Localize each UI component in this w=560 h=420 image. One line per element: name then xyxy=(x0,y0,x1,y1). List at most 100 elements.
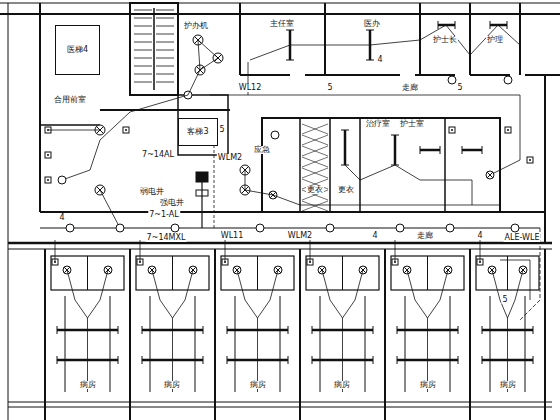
shaft-hatch xyxy=(302,146,328,156)
wire xyxy=(310,240,311,262)
bed-outline xyxy=(150,296,151,392)
wire xyxy=(345,165,472,205)
lamp-symbol xyxy=(486,171,494,179)
stair-step xyxy=(156,10,174,11)
wall-line xyxy=(100,109,230,111)
switch-symbol xyxy=(45,152,51,158)
wire xyxy=(237,270,278,318)
fluorescent-lamp xyxy=(420,149,440,152)
wall-line xyxy=(305,74,400,76)
wire xyxy=(395,240,396,262)
bathroom-wall xyxy=(306,256,379,290)
lamp-end xyxy=(142,356,143,364)
switch-dot xyxy=(451,129,453,131)
lamp-end xyxy=(458,326,459,334)
wall-line xyxy=(329,118,331,212)
room-name: 走廊 xyxy=(401,84,419,92)
switch-symbol xyxy=(505,127,511,133)
ward-wall xyxy=(299,249,301,420)
ward-wall xyxy=(214,249,216,420)
wire xyxy=(201,182,202,228)
lamp-end xyxy=(533,356,534,364)
wire xyxy=(245,170,300,205)
switch-symbol xyxy=(123,127,129,133)
lamp-end xyxy=(312,356,313,364)
room-name: 病房 xyxy=(419,381,437,389)
wire xyxy=(490,95,520,175)
circuit-label: ALE-WLE xyxy=(504,234,541,242)
lamp-end xyxy=(341,130,349,131)
bed-outline xyxy=(235,296,236,392)
lamp-end xyxy=(118,326,119,334)
wall-line xyxy=(39,3,41,212)
bathroom-wall xyxy=(136,256,209,290)
wall-line xyxy=(519,3,521,75)
stair-step xyxy=(134,26,152,27)
switch-symbol xyxy=(45,177,51,183)
lamp-cross xyxy=(487,172,493,178)
room-name: 应急 xyxy=(253,146,271,154)
bathroom-wall xyxy=(87,256,88,290)
downlight-symbol xyxy=(446,224,454,232)
shaft-hatch xyxy=(302,168,328,178)
bed-outline xyxy=(365,296,366,392)
bed-outline xyxy=(195,296,196,392)
switch-dot xyxy=(47,154,49,156)
wall-line xyxy=(40,124,100,126)
downlight-symbol xyxy=(448,76,456,84)
stair-step xyxy=(156,26,174,27)
lamp-end xyxy=(57,356,58,364)
shaft-hatch xyxy=(302,201,328,211)
wall-line xyxy=(239,3,241,75)
panel-label: 7~1-AL xyxy=(148,211,180,219)
stair-step xyxy=(134,34,152,35)
room-name: 弱电井 xyxy=(139,188,165,196)
ward-wall xyxy=(469,249,471,420)
room-name: 主任室 xyxy=(269,20,295,28)
lamp-end xyxy=(533,326,534,334)
shaft-hatch xyxy=(302,201,328,211)
lamp-end xyxy=(286,30,294,31)
lamp-end xyxy=(455,21,456,29)
lamp-end xyxy=(391,135,399,136)
lamp-end xyxy=(366,60,374,61)
lamp-end xyxy=(142,326,143,334)
room-name: 更衣 xyxy=(306,186,324,194)
wall-line xyxy=(0,3,560,4)
lamp-end xyxy=(203,356,204,364)
shaft-hatch xyxy=(302,135,328,145)
wire-count: 4 xyxy=(476,232,483,240)
wall-line xyxy=(240,74,290,76)
room-wall xyxy=(262,118,500,212)
lamp-end xyxy=(420,146,421,154)
switch-dot xyxy=(507,129,509,131)
lamp-end xyxy=(118,356,119,364)
lamp-end xyxy=(288,356,289,364)
panel-label: 7~14AL xyxy=(141,151,175,159)
shaft-hatch xyxy=(302,135,328,145)
wall-line xyxy=(299,118,301,212)
lamp-end xyxy=(203,326,204,334)
wire xyxy=(480,240,481,262)
wall-line xyxy=(469,3,471,75)
circuit-label: WLM2 xyxy=(287,232,313,240)
shaft-hatch xyxy=(302,168,328,178)
bathroom-wall xyxy=(172,256,173,290)
fluorescent-lamp xyxy=(344,130,347,165)
bathroom-wall xyxy=(507,256,508,290)
downlight-symbol xyxy=(504,76,512,84)
bathroom-wall xyxy=(476,256,539,290)
stair-step xyxy=(134,50,152,51)
wall-line xyxy=(0,13,560,15)
bathroom-wall xyxy=(391,256,464,290)
lamp-end xyxy=(458,356,459,364)
bathroom-wall xyxy=(342,256,343,290)
wall-line xyxy=(419,3,421,75)
room-name: 客梯3 xyxy=(187,128,208,136)
stair-step xyxy=(134,18,152,19)
room-name: 走廊 xyxy=(416,232,434,240)
lamp-end xyxy=(373,356,374,364)
wall-line xyxy=(500,211,545,213)
downlight-symbol xyxy=(171,224,179,232)
wire xyxy=(407,270,448,318)
